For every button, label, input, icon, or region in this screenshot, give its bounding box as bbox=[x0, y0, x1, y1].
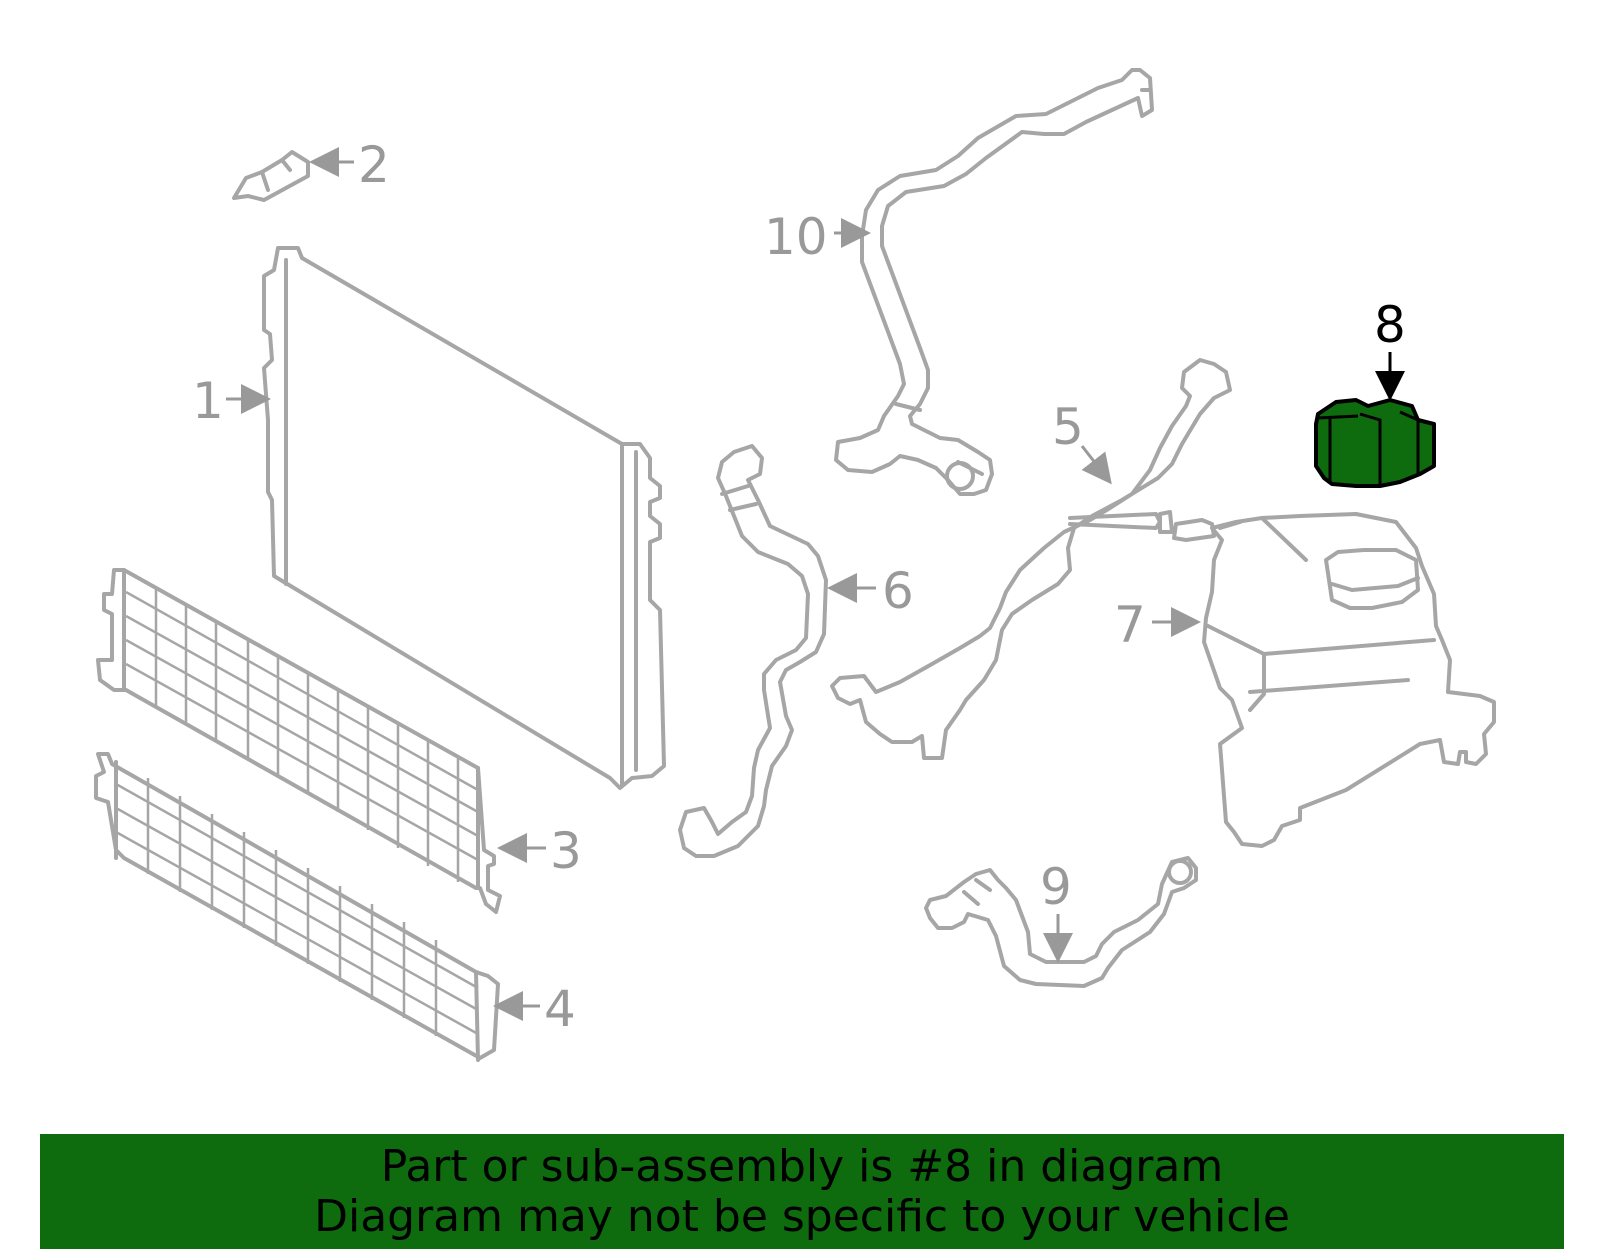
callout-9: 9 bbox=[1040, 858, 1072, 916]
part-2-sensor[interactable] bbox=[232, 150, 310, 202]
callout-10: 10 bbox=[764, 208, 828, 266]
part-8-cap[interactable] bbox=[1314, 398, 1436, 488]
part-4-lower-grille[interactable] bbox=[94, 752, 500, 1062]
part-3-grille[interactable] bbox=[96, 568, 502, 914]
part-6-hose[interactable] bbox=[678, 444, 828, 858]
part-9-hose[interactable] bbox=[924, 856, 1198, 988]
callout-2: 2 bbox=[358, 136, 390, 194]
callout-4: 4 bbox=[544, 980, 576, 1038]
parts-diagram: 1 2 3 4 5 6 7 8 9 10 bbox=[94, 68, 1496, 1062]
part-7-expansion-tank[interactable] bbox=[1172, 512, 1496, 848]
notice-banner: Part or sub-assembly is #8 in diagram Di… bbox=[40, 1134, 1564, 1249]
part-5-pipe[interactable] bbox=[830, 358, 1232, 760]
part-1-radiator[interactable] bbox=[262, 246, 666, 790]
callout-3: 3 bbox=[550, 822, 582, 880]
banner-line-1: Part or sub-assembly is #8 in diagram bbox=[380, 1141, 1224, 1192]
banner-line-2: Diagram may not be specific to your vehi… bbox=[314, 1191, 1290, 1242]
callout-5: 5 bbox=[1052, 398, 1084, 456]
callout-8: 8 bbox=[1374, 296, 1406, 354]
callout-arrows bbox=[226, 147, 1405, 1021]
callout-1: 1 bbox=[192, 372, 224, 430]
part-10-hose[interactable] bbox=[834, 68, 1154, 496]
callout-6: 6 bbox=[882, 562, 914, 620]
callout-7: 7 bbox=[1114, 596, 1146, 654]
